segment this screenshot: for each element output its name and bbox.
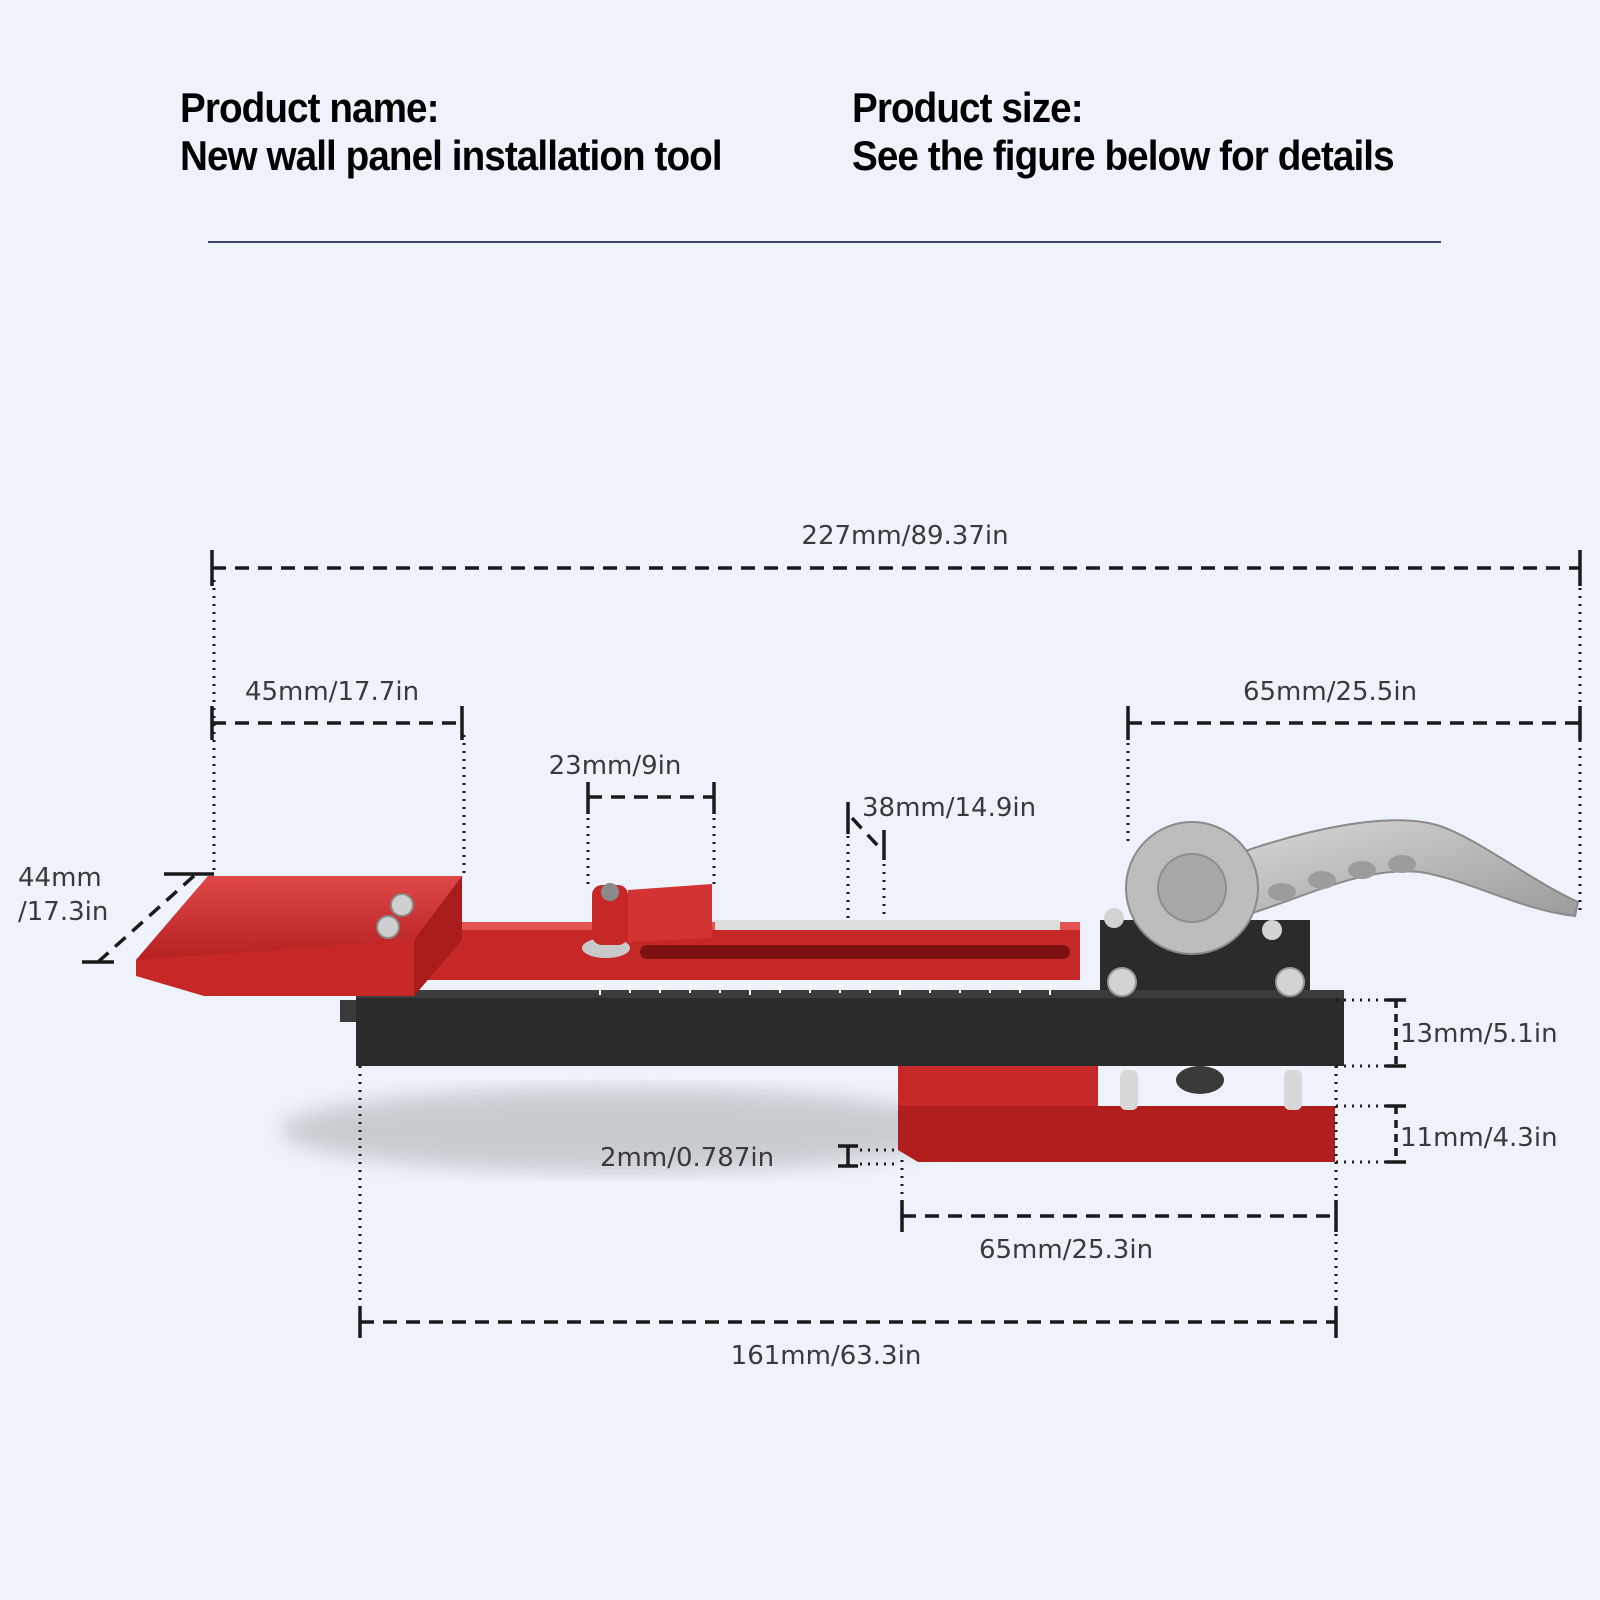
red-slide-plate	[420, 920, 1080, 995]
label-foot-height: 11mm/4.3in	[1400, 1123, 1558, 1153]
tool-illustration	[136, 819, 1580, 1162]
product-size-block: Product size: See the figure below for d…	[852, 84, 1395, 180]
label-overall-length: 227mm/89.37in	[801, 521, 1008, 551]
label-slider-width: 23mm/9in	[549, 751, 682, 781]
label-right-clamp-length: 65mm/25.5in	[1243, 677, 1417, 707]
dimension-lines	[96, 566, 1580, 1324]
dimension-end-ticks	[82, 550, 1582, 1338]
product-size-value: See the figure below for details	[852, 132, 1395, 179]
red-foot	[898, 1066, 1335, 1162]
cam-lever	[1125, 819, 1580, 955]
left-end-plate	[136, 876, 462, 996]
black-rail	[356, 990, 1344, 1066]
product-name-value: New wall panel installation tool	[180, 132, 723, 179]
extension-lines	[212, 580, 1582, 1310]
label-foot-gap: 2mm/0.787in	[600, 1143, 774, 1173]
product-name-block: Product name: New wall panel installatio…	[180, 84, 723, 180]
tool-shadow	[280, 1088, 960, 1172]
product-size-title: Product size:	[852, 84, 1084, 131]
label-plate-width-line1: 44mm	[18, 863, 102, 893]
label-scale-offset: 38mm/14.9in	[862, 793, 1036, 823]
label-plate-width-line2: /17.3in	[18, 897, 108, 927]
slider-stop	[582, 883, 712, 958]
label-left-plate-length: 45mm/17.7in	[245, 677, 419, 707]
label-foot-length: 65mm/25.3in	[979, 1235, 1153, 1265]
label-rail-length: 161mm/63.3in	[731, 1341, 922, 1371]
header-divider	[208, 241, 1441, 243]
label-rail-height: 13mm/5.1in	[1400, 1019, 1558, 1049]
product-name-title: Product name:	[180, 84, 439, 131]
